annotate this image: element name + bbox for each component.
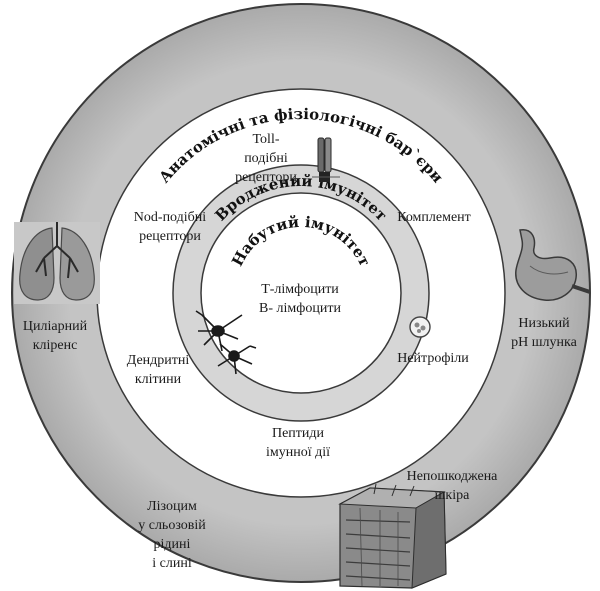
complement-label: Комплемент: [397, 210, 471, 225]
core-circle: [200, 192, 402, 394]
label-line: і слині: [152, 556, 192, 571]
neutrophil-icon: [409, 316, 431, 338]
label-line: pH шлунка: [511, 335, 577, 350]
lymphocytes-label: Т-лімфоцити В- лімфоцити: [259, 282, 341, 316]
low-ph-stomach-label: Низький pH шлунка: [511, 316, 577, 350]
label-line: рецептори: [139, 229, 201, 244]
label-line: подібні: [244, 151, 288, 166]
ciliary-clearance-label: Циліарний кліренс: [23, 319, 88, 353]
label-line: Nod-подібні: [134, 210, 206, 225]
label-line: Низький: [518, 316, 570, 331]
label-line: рідині: [154, 537, 191, 552]
label-line: кліренс: [33, 338, 78, 353]
nod-receptors-label: Nod-подібні рецептори: [134, 210, 206, 244]
label-line: Лізоцим: [147, 499, 197, 514]
label-line: Нейтрофіли: [397, 351, 469, 366]
dendritic-cell-icon: [195, 310, 257, 375]
label-line: Toll-: [252, 132, 279, 147]
label-line: у сльозовій: [138, 518, 206, 533]
toll-receptors-label: Toll-подібні рецептори: [235, 132, 297, 185]
label-line: Пептиди: [272, 426, 325, 441]
skin-tissue-icon: [338, 483, 447, 589]
lungs-icon: [14, 222, 100, 304]
lysozyme-label: Лізоцим у сльозовій рідині і слині: [138, 499, 206, 571]
dendritic-cells-label: Дендритні клітини: [127, 353, 190, 387]
label-line: шкіра: [435, 488, 470, 503]
label-line: Циліарний: [23, 319, 88, 334]
stomach-icon: [515, 229, 591, 301]
label-line: Дендритні: [127, 353, 190, 368]
label-line: рецептори: [235, 170, 297, 185]
label-line: Непошкоджена: [407, 469, 499, 484]
toll-receptor-icon: [312, 137, 340, 182]
intact-skin-label: Непошкоджена шкіра: [407, 469, 499, 503]
label-line: клітини: [135, 372, 182, 387]
label-line: імунної дії: [266, 445, 330, 460]
peptides-label: Пептиди імунної дії: [266, 426, 330, 460]
neutrophils-label: Нейтрофіли: [397, 351, 469, 366]
label-line: Т-лімфоцити: [261, 282, 339, 297]
label-line: В- лімфоцити: [259, 301, 341, 316]
label-line: Комплемент: [397, 210, 471, 225]
